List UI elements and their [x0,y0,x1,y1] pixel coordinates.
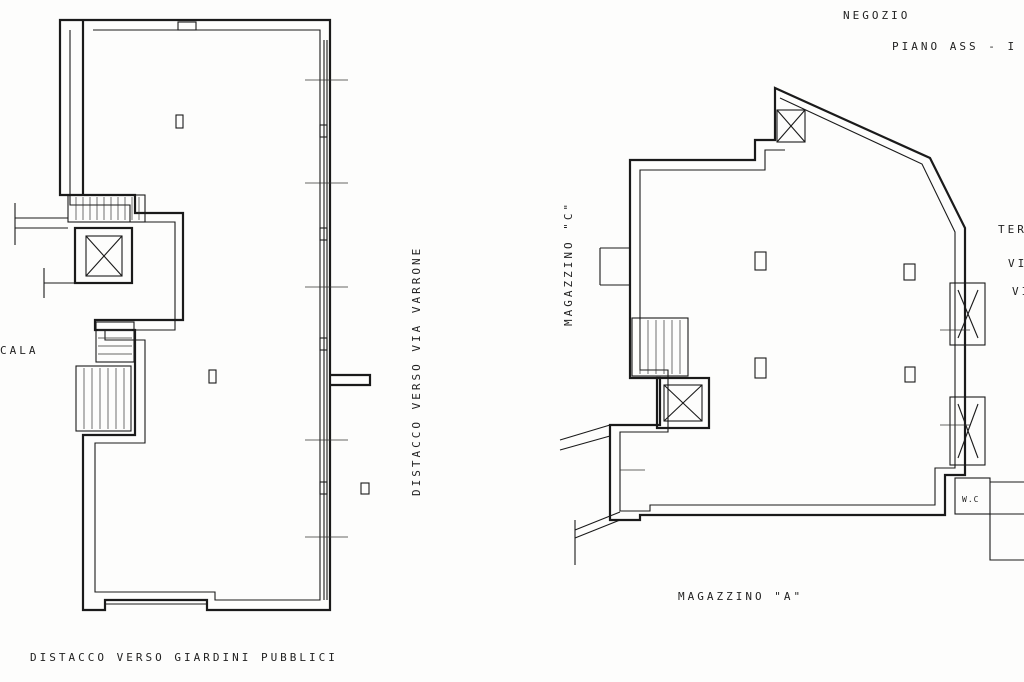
right-plan-window [949,282,986,346]
right-plan-window-cross [957,403,979,459]
left-plan-elevator-shaft [73,226,134,285]
right-plan-outer-wall [608,86,967,522]
left-plan-pillar [175,114,184,129]
left-plan-inner-wall [69,29,321,601]
right-plan-wc [954,477,991,515]
left-plan-stair-mid [95,321,135,363]
label-scala: CALA [0,344,39,357]
right-plan-pillar [904,366,916,383]
right-plan-pillar [903,263,916,281]
left-plan-facade-pillar [319,227,328,241]
left-plan-stair-mid-treads [98,329,132,355]
label-vi-fragment-2: VI [1012,285,1024,298]
right-plan-stair [631,317,689,377]
left-plan-elevator-car [85,235,123,277]
label-magazzino-c: MAGAZZINO "C" [562,200,575,326]
label-distacco-via: DISTACCO VERSO VIA VARRONE [410,245,423,496]
label-terrazzo-fragment: TER [998,223,1024,236]
left-plan-stair-treads [75,197,140,220]
left-plan-pillar [360,482,370,495]
left-plan-stair-lower [75,365,132,432]
label-piano: PIANO ASS - I [892,40,1018,53]
left-plan-facade-pillar [319,481,328,495]
right-plan [559,86,1024,565]
right-plan-shaft-cross [776,109,806,143]
right-plan-pillar [754,357,767,379]
left-plan [14,18,372,612]
right-plan-left-opening [599,247,630,286]
left-plan-pillar [208,369,217,384]
left-plan-facade-pillar [319,124,328,138]
label-wc: W.C [962,495,980,504]
left-plan-stair-upper [67,194,146,223]
label-magazzino-a: MAGAZZINO "A" [678,590,804,603]
left-plan-outer-wall [58,18,332,612]
left-plan-corridor [14,203,75,298]
label-vi-fragment-1: VI [1008,257,1024,270]
left-plan-stair-lower-treads [83,368,125,429]
right-plan-stair-treads [639,320,681,374]
right-plan-window [949,396,986,466]
left-plan-top-opening [177,21,197,31]
right-plan-inner-wall [619,97,956,512]
right-plan-elevator-car [663,384,703,422]
right-plan-shaft [776,109,806,143]
label-distacco-giardini: DISTACCO VERSO GIARDINI PUBBLICI [30,651,338,664]
label-negozio: NEGOZIO [843,9,911,22]
right-plan-pillar [754,251,767,271]
right-plan-wc-walls [989,481,1024,561]
left-plan-balcony [330,373,372,387]
right-plan-corridor [559,424,621,565]
left-plan-facade-pillar [319,337,328,351]
right-plan-elevator-shaft [655,376,711,430]
right-plan-elevator-cross [663,384,703,422]
left-plan-elevator-cross [85,235,123,277]
